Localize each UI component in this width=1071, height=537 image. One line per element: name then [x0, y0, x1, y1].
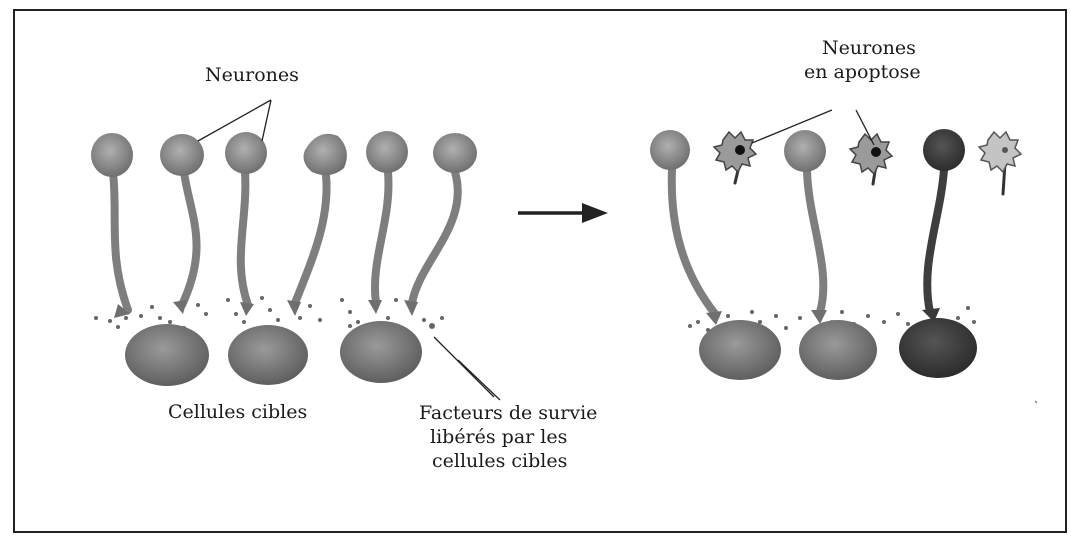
- neuron-healthy: [287, 134, 347, 316]
- label-survival-factors-1: Facteurs de survie: [419, 402, 597, 424]
- target-cell: [125, 324, 209, 386]
- neuron-healthy: [91, 133, 133, 318]
- target-cell: [799, 320, 877, 380]
- label-neurones: Neurones: [205, 64, 299, 86]
- panel-after: Neurones en apoptose: [650, 37, 1021, 380]
- transition-arrow: [518, 203, 608, 223]
- neuron-apoptotic: [850, 134, 892, 184]
- neurones-pointer: [262, 100, 271, 141]
- neuron-healthy: [160, 134, 204, 314]
- neuron-healthy: [784, 130, 827, 324]
- panel-before: Neurones Cellules cibles Facteurs de sur…: [91, 64, 597, 472]
- target-cell: [699, 320, 781, 380]
- label-survival-factors-2: libérés par les: [430, 426, 567, 448]
- neuron-healthy: [225, 132, 267, 316]
- label-target-cells: Cellules cibles: [168, 401, 307, 423]
- target-cell: [228, 325, 308, 385]
- neuron-apoptotic: [979, 132, 1021, 194]
- neuron-healthy: [650, 130, 722, 325]
- label-survival-factors-3: cellules cibles: [432, 450, 567, 472]
- edge-mark: [1035, 401, 1037, 403]
- neuron-healthy: [922, 129, 965, 322]
- factors-pointer: [434, 337, 494, 397]
- label-apoptosis-2: en apoptose: [804, 61, 921, 83]
- label-apoptosis-1: Neurones: [822, 37, 916, 59]
- neurones-pointer: [198, 100, 271, 141]
- target-cell: [340, 321, 422, 383]
- neuron-apoptotic: [714, 132, 756, 183]
- neuron-healthy: [366, 131, 408, 314]
- factors-pointer: [458, 360, 500, 400]
- neuron-healthy: [404, 133, 477, 316]
- target-cell: [899, 318, 977, 378]
